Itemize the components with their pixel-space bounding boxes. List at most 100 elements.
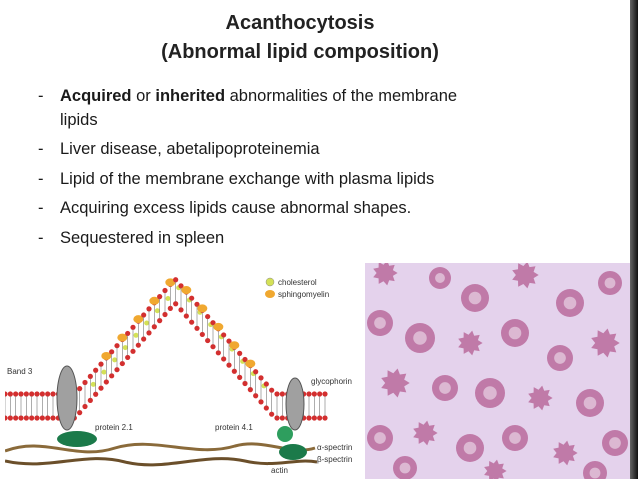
phospholipid-head <box>50 391 56 397</box>
phospholipid-head <box>167 305 173 311</box>
cell-pallor <box>583 396 597 410</box>
phospholipid-head <box>130 348 136 354</box>
bullet-rest: abnormalities of the membrane <box>225 87 458 105</box>
acanthocyte-cell <box>484 459 507 479</box>
phospholipid-head <box>263 381 269 387</box>
glycophorin-protein <box>285 377 305 431</box>
label-glycophorin: glycophorin <box>311 377 352 386</box>
phospholipid-head <box>45 415 51 421</box>
slide-right-border <box>630 0 638 479</box>
phospholipid-head <box>93 391 99 397</box>
phospholipid-head <box>13 415 19 421</box>
bullet-list: - Acquired or inherited abnormalities of… <box>38 82 598 253</box>
cell-pallor <box>399 462 411 474</box>
phospholipid-head <box>93 367 99 373</box>
phospholipid-head <box>226 362 232 368</box>
phospholipid-head <box>253 393 259 399</box>
phospholipid-head <box>242 356 248 363</box>
phospholipid-head <box>151 324 157 330</box>
bullet-text: Lipid of the membrane exchange with plas… <box>60 169 435 188</box>
phospholipid-head <box>221 332 227 338</box>
phospholipid-head <box>7 391 13 397</box>
phospholipid-head <box>173 301 179 307</box>
phospholipid-head <box>7 415 13 421</box>
sphingomyelin-molecule <box>197 304 208 313</box>
bullet-continuation: lipids <box>60 110 98 129</box>
phospholipid-head <box>114 343 120 349</box>
label-protein21: protein 2.1 <box>95 423 133 432</box>
phospholipid-head <box>146 306 152 312</box>
cell-pallor <box>509 432 521 444</box>
acanthocyte-cell <box>553 440 578 466</box>
phospholipid-head <box>157 294 163 300</box>
phospholipid-head <box>13 391 19 397</box>
bullet-item: - Acquired or inherited abnormalities of… <box>38 82 598 112</box>
phospholipid-head <box>87 373 93 379</box>
acanthocyte-cell <box>458 330 483 356</box>
bullet-item: - Lipid of the membrane exchange with pl… <box>38 165 598 195</box>
acanthocyte-cell <box>373 263 398 286</box>
acanthocyte-cell <box>591 328 620 358</box>
phospholipid-head <box>189 319 195 325</box>
slide-subtitle: (Abnormal lipid composition) <box>161 41 439 63</box>
bullet-item: - Liver disease, abetalipoproteinemia <box>38 135 598 165</box>
phospholipid-head <box>77 410 83 416</box>
bullet-text: Sequestered in spleen <box>60 228 225 247</box>
cell-pallor <box>374 432 386 444</box>
bullet-item: - Acquiring excess lipids cause abnormal… <box>38 194 598 224</box>
phospholipid-head <box>77 386 83 392</box>
cell-pallor <box>604 277 616 289</box>
bullet-dash: - <box>38 169 44 188</box>
label-band3: Band 3 <box>7 367 33 376</box>
actin-shape <box>279 444 307 460</box>
phospholipid-head <box>269 387 275 393</box>
phospholipid-head <box>135 342 141 348</box>
label-protein41: protein 4.1 <box>215 423 253 432</box>
bullet-item: - Sequestered in spleen <box>38 224 598 254</box>
phospholipid-head <box>263 405 269 411</box>
bullet-dash: - <box>38 228 44 247</box>
phospholipid-head <box>178 283 184 289</box>
membrane-diagram: cholesterol sphingomyelin Band 3 protein… <box>5 277 352 475</box>
sphingomyelin-molecule <box>213 322 224 331</box>
phospholipid-head <box>141 312 147 318</box>
phospholipid-head <box>215 350 221 356</box>
phospholipid-head <box>130 324 136 330</box>
phospholipid-head <box>221 356 227 362</box>
phospholipid-head <box>50 415 56 421</box>
phospholipid-head <box>322 415 328 421</box>
phospholipid-head <box>98 385 104 391</box>
phospholipid-head <box>18 415 24 421</box>
bullet-dash: - <box>38 199 44 217</box>
band3-protein <box>56 365 78 431</box>
spectrin-alpha <box>5 442 316 454</box>
label-actin: actin <box>271 466 288 475</box>
cell-pallor <box>413 331 427 345</box>
sphingomyelin-molecule <box>181 286 192 295</box>
bullet-text: Liver disease, abetalipoproteinemia <box>60 140 320 158</box>
phospholipid-head <box>29 415 35 421</box>
cell-pallor <box>609 437 621 449</box>
phospholipid-head <box>237 374 243 380</box>
phospholipid-head <box>23 415 29 421</box>
phospholipid-head <box>258 375 264 381</box>
label-alpha-spectrin: α-spectrin <box>317 443 352 452</box>
sphingomyelin-legend-icon <box>265 290 275 298</box>
phospholipid-head <box>210 320 216 326</box>
phospholipid-head <box>162 287 168 294</box>
cell-pallor <box>435 273 445 283</box>
phospholipid-head <box>34 391 40 397</box>
phospholipid-head <box>109 349 115 355</box>
protein21-shape <box>57 431 97 447</box>
cell-pallor <box>374 317 386 329</box>
blood-smear-image <box>365 263 630 479</box>
bullet-mid: or <box>131 87 156 105</box>
phospholipid-head <box>231 368 237 374</box>
phospholipid-head <box>5 391 8 397</box>
phospholipid-head <box>45 391 51 397</box>
phospholipid-head <box>269 411 275 417</box>
phospholipid-head <box>39 415 45 421</box>
phospholipid-head <box>311 391 317 397</box>
phospholipid-head <box>205 313 211 320</box>
spectrin-beta <box>5 457 318 467</box>
